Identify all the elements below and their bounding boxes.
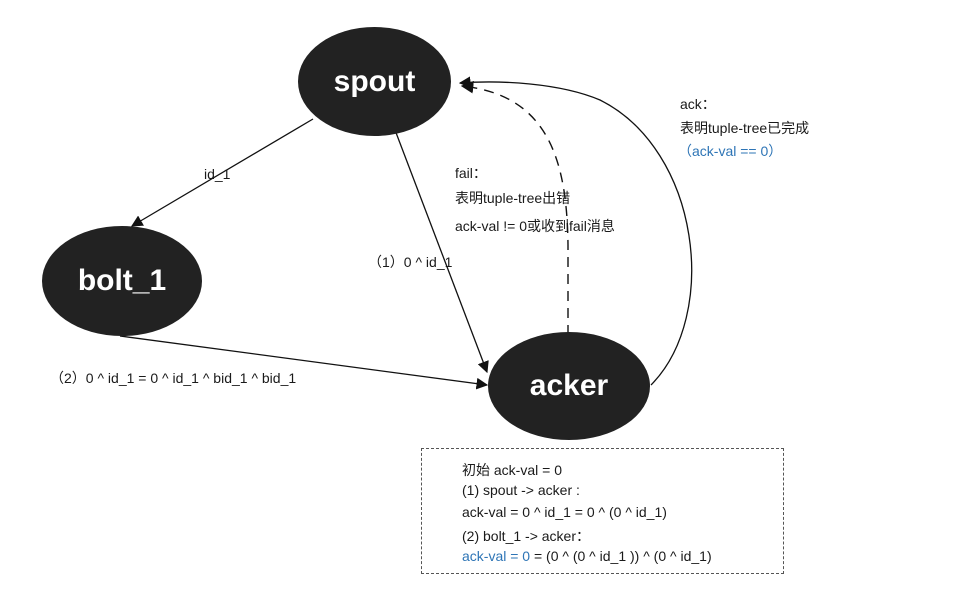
ack-val-note-box: 初始 ack-val = 0 (1) spout -> acker : ack-… [421, 448, 784, 574]
node-acker: acker [488, 332, 650, 440]
node-bolt-1: bolt_1 [42, 226, 202, 336]
edge-label-id-1: id_1 [204, 166, 231, 182]
note-line-step1: (1) spout -> acker : [462, 482, 580, 498]
node-spout-label: spout [333, 64, 416, 98]
fail-label-title: fail： [455, 165, 487, 181]
node-spout: spout [298, 27, 451, 136]
note-line-step2-calc: ack-val = 0 = (0 ^ (0 ^ id_1 )) ^ (0 ^ i… [462, 548, 712, 564]
ack-label-meaning: 表明tuple-tree已完成 [680, 120, 810, 136]
note-calc-rest: = (0 ^ (0 ^ id_1 )) ^ (0 ^ id_1) [530, 548, 712, 564]
edge-label-bolt-acker: （2）0 ^ id_1 = 0 ^ id_1 ^ bid_1 ^ bid_1 [50, 370, 297, 386]
node-bolt-1-label: bolt_1 [77, 264, 167, 297]
edge-spout-to-bolt [130, 118, 314, 227]
ack-label-title: ack： [680, 96, 716, 112]
note-line-initial: 初始 ack-val = 0 [462, 462, 562, 478]
fail-label-meaning: 表明tuple-tree出错 [455, 190, 571, 206]
node-acker-label: acker [529, 369, 609, 402]
note-line-step1-calc: ack-val = 0 ^ id_1 = 0 ^ (0 ^ id_1) [462, 504, 667, 520]
edge-spout-to-acker [394, 129, 489, 374]
note-line-step2: (2) bolt_1 -> acker： [462, 528, 590, 544]
edge-acker-to-spout-ack [458, 76, 693, 386]
edge-label-spout-acker: （1）0 ^ id_1 [368, 254, 453, 270]
ack-label-condition: （ack-val == 0） [678, 143, 783, 159]
edge-bolt-to-acker [119, 335, 489, 390]
edge-acker-to-spout-fail [460, 80, 569, 335]
note-highlight-ack-val: ack-val = 0 [462, 548, 531, 564]
fail-label-condition: ack-val != 0或收到fail消息 [455, 218, 615, 234]
